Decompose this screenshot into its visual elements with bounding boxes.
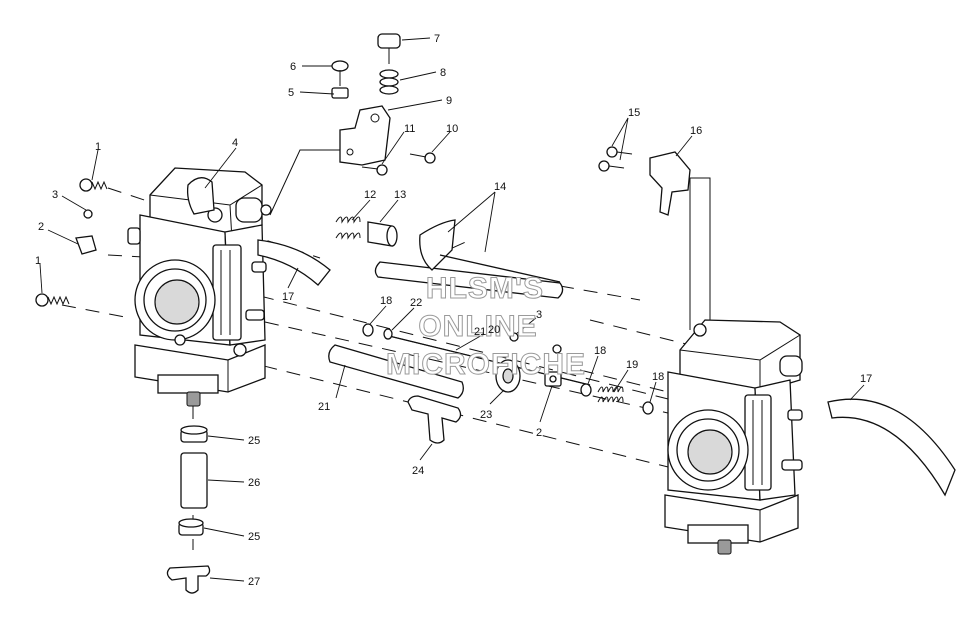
callout-16: 16 [690, 125, 702, 137]
part-5-nut [331, 87, 349, 99]
callout-27: 27 [248, 576, 260, 588]
callout-7: 7 [434, 33, 440, 45]
part-3-screw-right [552, 344, 562, 354]
part-1-screw-lower [35, 293, 70, 307]
part-6-screw [331, 60, 349, 86]
callout-3-left: 3 [52, 189, 58, 201]
part-3-screw-left [83, 209, 93, 219]
part-4-cap [186, 177, 215, 215]
callout-17-right: 17 [860, 373, 872, 385]
callout-5: 5 [288, 87, 294, 99]
callout-9: 9 [446, 95, 452, 107]
part-18-washer-c [642, 401, 654, 415]
part-10-screw [409, 152, 436, 164]
left-carburetor-body [127, 167, 272, 407]
callout-24: 24 [412, 465, 424, 477]
part-15-screws [598, 146, 633, 172]
callout-labels: 1 1 2 2 3 3 4 5 6 7 8 9 10 11 12 13 14 1… [35, 33, 872, 588]
callout-1-upper: 1 [95, 141, 101, 153]
part-16-bracket [649, 151, 691, 216]
part-3-screw-center [509, 332, 519, 342]
callout-21-lower: 21 [318, 401, 330, 413]
part-21-tube-lower [328, 344, 464, 399]
part-2-clip-left [75, 235, 97, 255]
callout-3-center: 3 [536, 309, 542, 321]
leader-lines [39, 37, 865, 582]
callout-17-left: 17 [282, 291, 294, 303]
part-18-washer-b [580, 383, 592, 397]
callout-21-upper: 21 [474, 326, 486, 338]
watermark-line-1: HLSM'S [426, 272, 544, 305]
part-21-tube-upper [374, 261, 564, 299]
part-26-drain-hose [180, 452, 208, 509]
throttle-shaft-assembly [384, 219, 591, 393]
callout-2-left: 2 [38, 221, 44, 233]
part-17-hose-left [257, 239, 331, 286]
part-24-tee-fitting [407, 395, 462, 444]
part-13-spacer [367, 221, 398, 247]
part-19-spring [597, 386, 624, 403]
watermark-line-2: ONLINE [418, 310, 537, 343]
part-7-cap-screw [377, 33, 401, 64]
callout-18-a: 18 [380, 295, 392, 307]
callout-10: 10 [446, 123, 458, 135]
callout-26: 26 [248, 477, 260, 489]
part-1-screw-upper [79, 178, 108, 192]
part-25-clamp-lower [178, 518, 204, 536]
watermark: HLSM'S ONLINE MICROFICHE [386, 272, 586, 382]
callout-25-upper: 25 [248, 435, 260, 447]
callout-18-b: 18 [594, 345, 606, 357]
callout-22: 22 [410, 297, 422, 309]
callout-14: 14 [494, 181, 506, 193]
callout-1-lower: 1 [35, 255, 41, 267]
part-18-washer-a [362, 323, 374, 337]
part-12-spring [335, 216, 361, 240]
callout-18-c: 18 [652, 371, 664, 383]
part-17-hose-right [827, 398, 956, 497]
callout-13: 13 [394, 189, 406, 201]
callout-25-lower: 25 [248, 531, 260, 543]
callout-19: 19 [626, 359, 638, 371]
callout-2-center: 2 [536, 427, 542, 439]
callout-11: 11 [404, 123, 415, 135]
part-9-bracket [339, 105, 391, 166]
part-25-clamp-upper [180, 425, 208, 443]
part-8-spring [379, 69, 399, 95]
callout-23: 23 [480, 409, 492, 421]
part-22-washer [383, 328, 393, 340]
part-11-screw [361, 164, 388, 176]
callout-20: 20 [488, 324, 500, 336]
watermark-line-3: MICROFICHE [386, 348, 586, 381]
part-27-tee-fitting [166, 565, 211, 594]
callout-12: 12 [364, 189, 376, 201]
callout-8: 8 [440, 67, 446, 79]
callout-6: 6 [290, 61, 296, 73]
callout-4: 4 [232, 137, 238, 149]
right-carburetor-body [664, 319, 803, 555]
callout-15: 15 [628, 107, 640, 119]
